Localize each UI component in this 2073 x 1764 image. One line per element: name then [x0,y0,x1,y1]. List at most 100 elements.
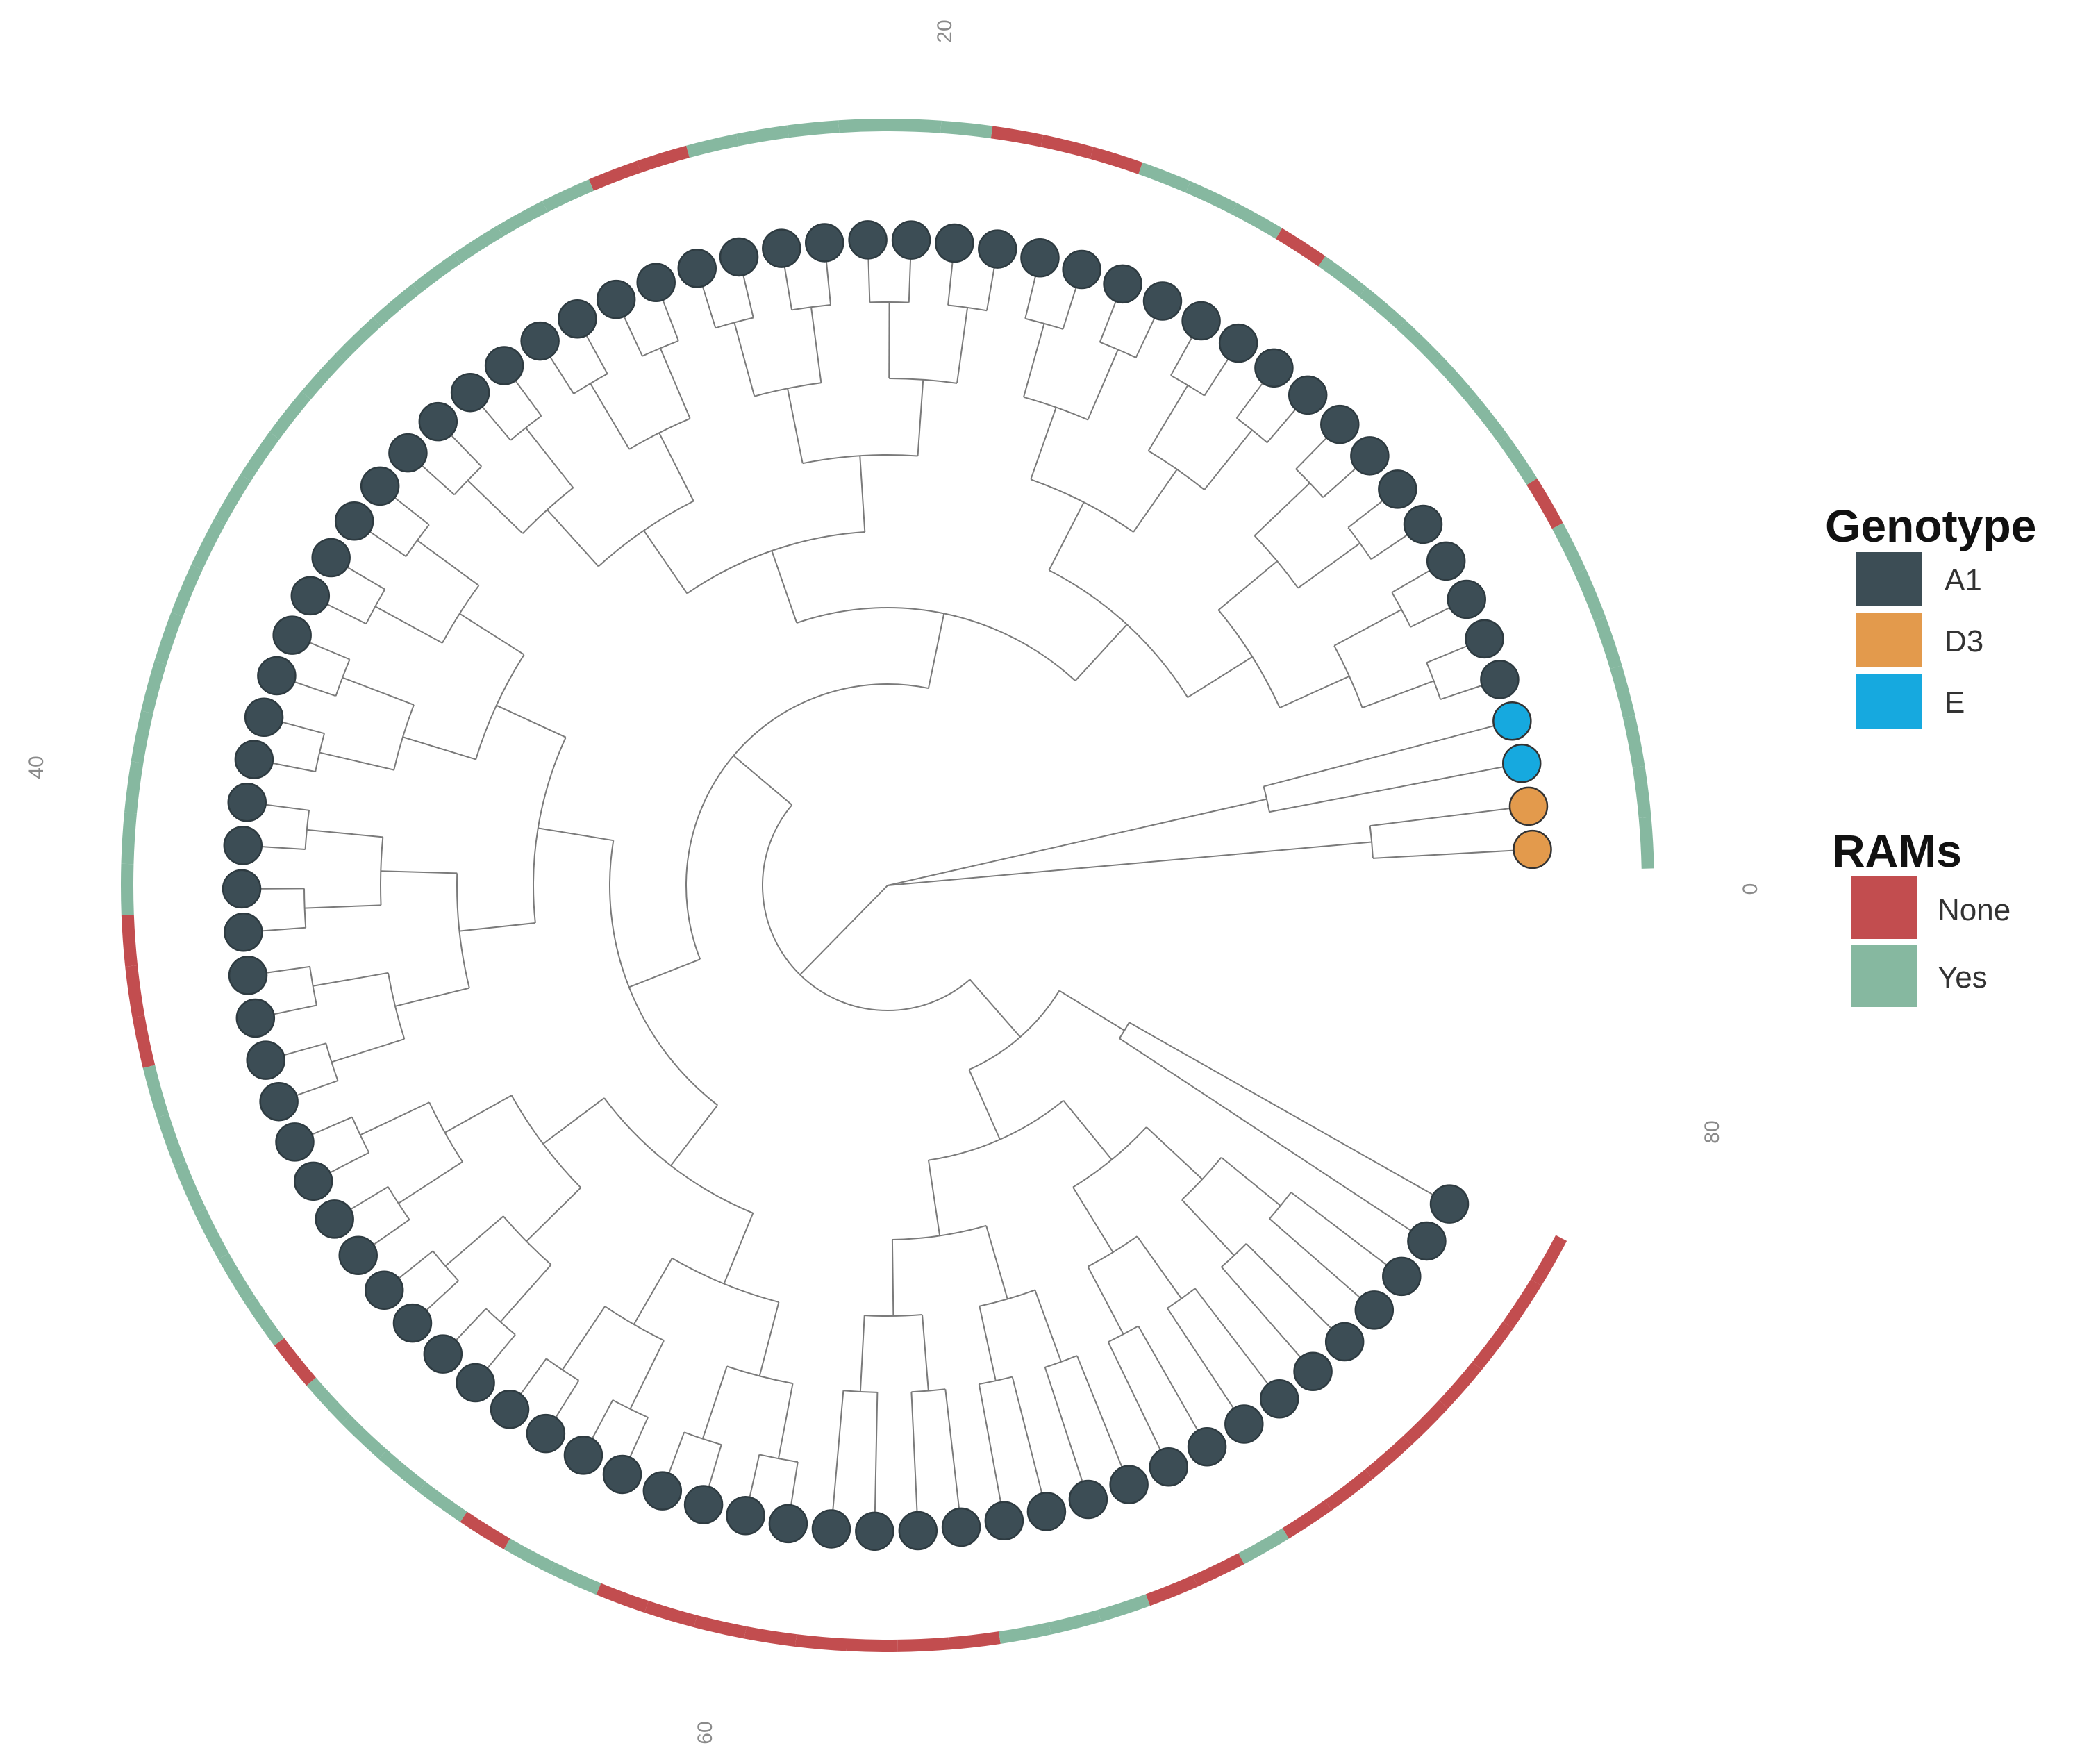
tree-arc [315,733,325,772]
tree-arc [510,1095,582,1188]
ram-ring-segment [1324,1469,1373,1511]
tree-branch [1023,323,1045,398]
tree-branch [1147,385,1189,451]
ram-ring-segment [141,660,167,714]
scale-label-20: 20 [933,19,956,42]
tip-point [290,576,331,616]
tree-branch [394,987,470,1007]
ram-ring-segment [497,201,548,237]
tip-point [1288,375,1328,415]
tree-arc [642,340,679,357]
tip-point [683,1485,724,1524]
tip-point [811,1509,851,1549]
tip-point [388,433,428,473]
tip-point [1103,264,1142,304]
tree-arc [796,607,1076,681]
tree-branch [395,1250,433,1281]
tree-branch [790,1461,799,1509]
tip-point [1293,1351,1333,1391]
ram-ring-segment [1318,256,1367,297]
ram-ring-segment [644,1601,697,1628]
tip-point [224,913,263,952]
tree-arc [979,1289,1035,1307]
tree-branch [742,272,754,318]
tip-point [1508,786,1549,826]
tree-arc [387,972,406,1040]
ram-ring-segment [1238,1528,1290,1565]
tree-branch [1369,807,1514,827]
tree-branch [319,751,394,771]
tree-arc [442,585,480,644]
tree-branch [419,463,455,496]
rams-legend: RAMs None Yes [1832,825,2010,1007]
tree-branch [1034,1290,1062,1363]
ram-ring-segment [542,179,594,213]
tree-arc [351,1117,370,1154]
tree-arc [1030,479,1134,533]
tree-branch [633,1258,673,1325]
ram-ring-segment [1574,569,1606,622]
genotype-legend-title: Genotype [1825,500,2036,551]
tree-branch [1087,1266,1124,1335]
tree-branch [787,388,804,464]
ram-ring-segment [1040,135,1094,159]
tree-branch [771,550,798,624]
tip-point [1062,249,1101,290]
tree-branch [417,540,480,586]
tree-branch [344,565,385,590]
tree-branch [1290,1192,1390,1268]
tree-branch [1044,1367,1085,1486]
tree-branch [1011,1376,1044,1497]
tree-branch [347,1186,389,1212]
tree-arc [335,659,351,697]
tip-point [257,656,297,696]
ram-ring-segment [1632,765,1651,818]
ram-ring-segment [214,474,251,525]
tree-arc [475,654,525,760]
tree-branch [921,1314,929,1391]
ram-ring-segment [1594,616,1622,669]
tree-branch [783,263,793,310]
legend-swatch-d3 [1856,613,1922,667]
tree-branch [538,827,614,842]
tip-point [1403,504,1443,544]
tip-point [520,321,560,361]
ram-ring-segment [132,1015,156,1068]
tip-point [1109,1465,1149,1504]
ram-ring-segment [418,1481,467,1522]
tip-point [935,223,974,263]
tree-branch [1217,560,1278,611]
legend-swatch-a1 [1856,552,1922,606]
tip-point [1187,1426,1227,1467]
ram-ring-segment [736,125,789,147]
tip-point [222,869,262,909]
tree-branch [1322,465,1359,498]
tree-branch [978,1383,1002,1506]
tip-point [223,826,263,865]
tree-arc [1108,1325,1139,1343]
tree-branch [701,1366,728,1440]
tree-branch [979,1306,997,1381]
ram-ring-segment [1275,228,1326,267]
tree-branch [1269,1218,1363,1301]
tree-branch [1135,314,1157,358]
tree-arc [428,1101,463,1163]
ram-ring-segment [372,283,420,327]
tree-branch [306,640,351,660]
tip-point [1218,323,1258,363]
tree-branch [1391,568,1433,593]
tree-branch [1136,1235,1182,1299]
tip-point [1447,579,1486,619]
tree-branch [1440,683,1485,701]
tree-arc [889,378,958,384]
tree-branch [270,1004,317,1016]
ram-ring-segment [269,391,311,440]
tree-branch [1372,849,1517,859]
tip-point [228,956,268,995]
tree-arc [1221,1243,1247,1268]
tree-branch [1076,1355,1124,1471]
ram-ring-segment [1365,1436,1412,1479]
tip-point [1181,301,1221,341]
tree-branch [1062,283,1078,330]
ram-ring-segment [990,126,1044,147]
